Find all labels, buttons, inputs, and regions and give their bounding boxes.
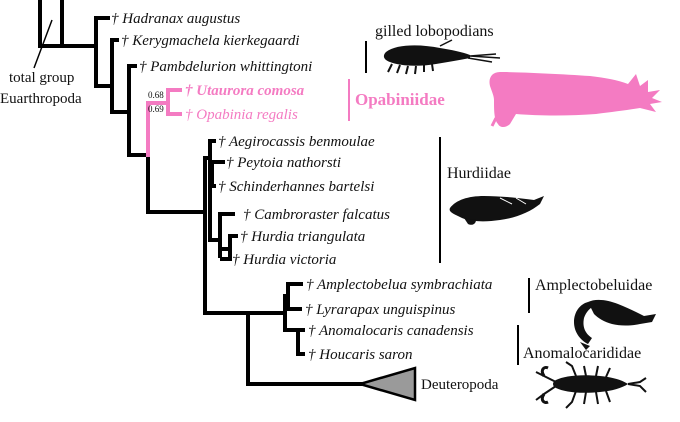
deuteropoda-triangle [355, 366, 417, 402]
tree-branches [38, 0, 530, 386]
taxon-peytoia: † Peytoia nathorsti [226, 155, 341, 171]
amplectobeluid-silhouette-icon [574, 299, 656, 350]
group-amplectobeluidae: Amplectobeluidae [535, 277, 652, 294]
hurdiid-silhouette-icon [449, 196, 544, 225]
root-leader-line [33, 19, 53, 69]
taxon-lyrarapax: † Lyrarapax unguispinus [305, 302, 456, 318]
taxon-hadranax: † Hadranax augustus [111, 11, 240, 27]
taxon-amplectobelua: † Amplectobelua symbrachiata [306, 277, 492, 293]
taxon-labels: † Hadranax augustus † Kerygmachela kierk… [111, 11, 499, 393]
group-anomalocarididae: Anomalocarididae [523, 345, 641, 362]
taxon-schinderhannes: † Schinderhannes bartelsi [218, 179, 374, 195]
support-value-utaurora: 0.68 [148, 90, 164, 100]
taxon-hurdia-victoria: † Hurdia victoria [232, 252, 336, 268]
group-gilled-lobopodians: gilled lobopodians [375, 23, 494, 40]
opabiniidae-branches [146, 79, 350, 157]
taxon-houcaris: † Houcaris saron [308, 347, 412, 363]
taxon-opabinia: † Opabinia regalis [185, 107, 298, 123]
taxon-kerygmachela: † Kerygmachela kierkegaardi [121, 33, 300, 49]
root-branch [38, 0, 64, 48]
root-label-line2: Euarthropoda [0, 91, 82, 107]
taxon-pambdelurion: † Pambdelurion whittingtoni [139, 59, 312, 75]
taxon-anomalocaris: † Anomalocaris canadensis [308, 323, 474, 339]
taxon-utaurora: † Utaurora comosa [185, 83, 305, 99]
support-value-opabinia: 0.69 [148, 104, 164, 114]
group-hurdiidae: Hurdiidae [447, 165, 511, 182]
taxon-cambroraster: † Cambroraster falcatus [243, 207, 390, 223]
taxon-deuteropoda: Deuteropoda [421, 377, 499, 393]
root-label-line1: total group [9, 70, 74, 86]
opabiniid-silhouette-icon [489, 72, 662, 127]
group-opabiniidae: Opabiniidae [355, 90, 445, 109]
taxon-hurdia-triangulata: † Hurdia triangulata [240, 229, 365, 245]
gilled-lobopodian-silhouette-icon [383, 39, 501, 75]
deuteropod-silhouette-icon [535, 361, 647, 409]
taxon-aegirocassis: † Aegirocassis benmoulae [218, 134, 375, 150]
